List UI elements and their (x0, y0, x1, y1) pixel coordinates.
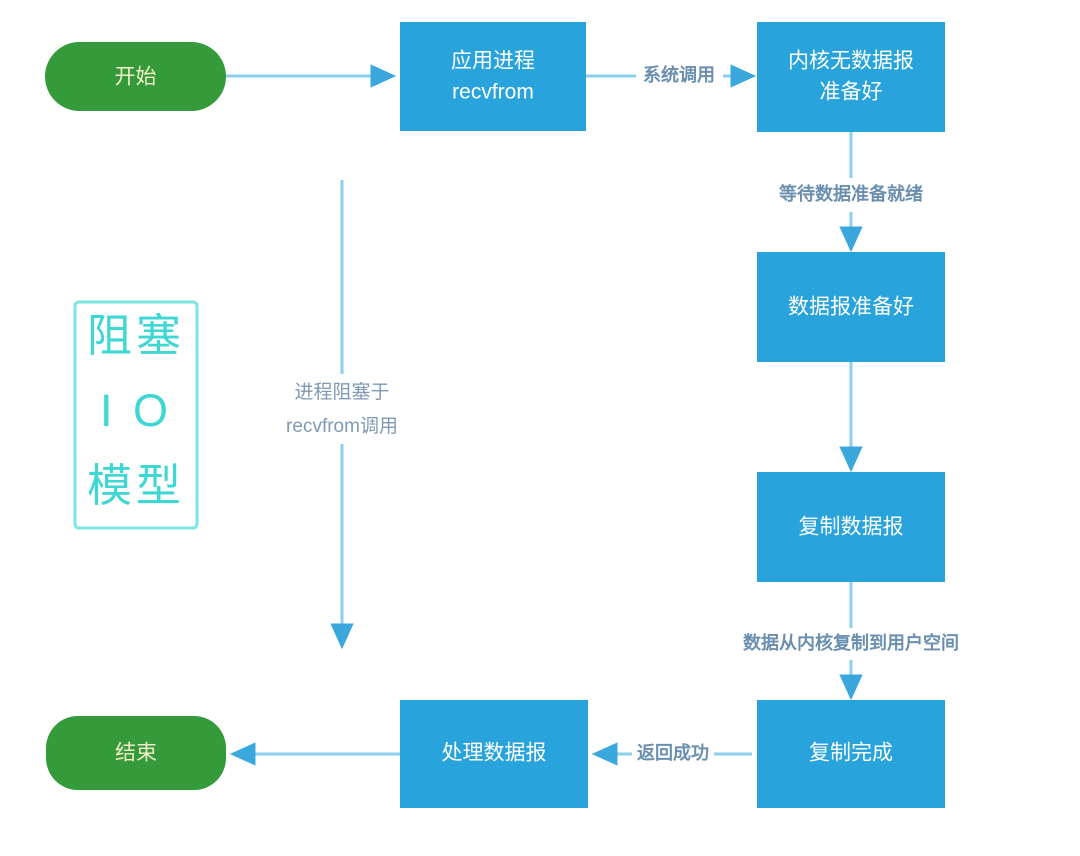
node-kernel-no-data-line1: 内核无数据报 (788, 50, 914, 73)
node-end-label: 结束 (115, 742, 157, 765)
node-start-label: 开始 (115, 66, 157, 89)
node-kernel-no-data-shape (757, 22, 945, 132)
node-end[interactable]: 结束 (46, 716, 226, 790)
title-box-line1: 阻塞 (87, 310, 185, 361)
node-data-ready-shape (757, 252, 945, 362)
title-box-line3: 模型 (87, 460, 185, 511)
edge-label-copy-to-user: 数据从内核复制到用户空间 (743, 632, 959, 653)
node-app-recvfrom-line1: 应用进程 (451, 50, 535, 73)
node-handle-data-label: 处理数据报 (442, 742, 547, 765)
connectors (226, 64, 863, 766)
edge-label-syscall: 系统调用 (643, 64, 715, 85)
edge-label-return-ok: 返回成功 (637, 742, 709, 763)
node-data-ready[interactable]: 数据报准备好 (757, 252, 945, 362)
node-copy-done[interactable]: 复制完成 (757, 700, 945, 808)
node-start[interactable]: 开始 (45, 42, 226, 111)
title-box: 阻塞 I O 模型 (73, 300, 199, 530)
node-handle-data-shape (400, 700, 588, 808)
node-app-recvfrom[interactable]: 应用进程 recvfrom (400, 22, 586, 131)
node-end-shape (46, 716, 226, 790)
edge-label-wait-ready: 等待数据准备就绪 (779, 183, 923, 204)
node-start-shape (45, 42, 226, 111)
node-copy-done-shape (757, 700, 945, 808)
title-box-border (73, 300, 199, 530)
node-app-recvfrom-shape (400, 22, 586, 131)
node-kernel-no-data[interactable]: 内核无数据报 准备好 (757, 22, 945, 132)
node-copy-done-label: 复制完成 (809, 742, 893, 765)
node-data-ready-label: 数据报准备好 (788, 296, 914, 319)
side-label-blocked-line2: recvfrom调用 (286, 415, 398, 437)
node-app-recvfrom-line2: recvfrom (452, 81, 534, 104)
node-copy-data-shape (757, 472, 945, 582)
title-box-line2: I O (100, 385, 172, 436)
side-label-blocked-line1: 进程阻塞于 (294, 381, 389, 403)
node-kernel-no-data-line2: 准备好 (820, 81, 883, 104)
node-copy-data[interactable]: 复制数据报 (757, 472, 945, 582)
node-copy-data-label: 复制数据报 (799, 516, 904, 539)
node-handle-data[interactable]: 处理数据报 (400, 700, 588, 808)
